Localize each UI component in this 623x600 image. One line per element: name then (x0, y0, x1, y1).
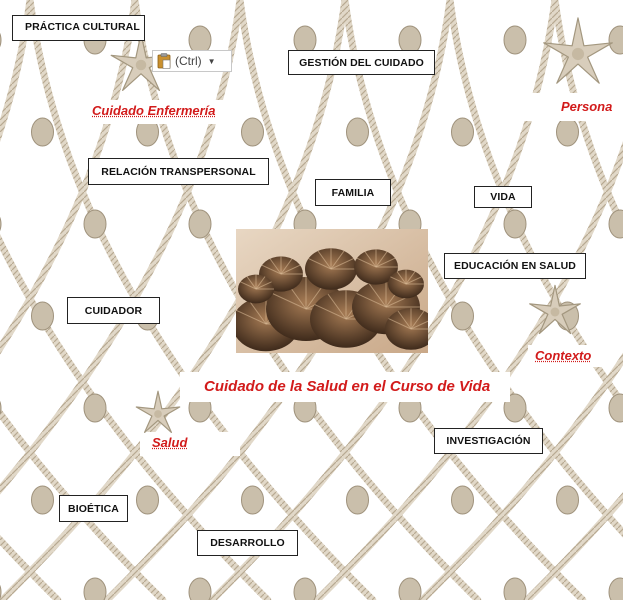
starfish-icon (512, 284, 598, 340)
contexto-label: Contexto (535, 348, 591, 363)
investigacion-label: INVESTIGACIÓN (434, 428, 543, 454)
slide-title: Cuidado de la Salud en el Curso de Vida (204, 378, 490, 395)
cuidador-label: CUIDADOR (67, 297, 160, 324)
coral-photo (236, 229, 428, 353)
vida-label: VIDA (474, 186, 532, 208)
educacion-en-salud-label: EDUCACIÓN EN SALUD (444, 253, 586, 279)
paste-options-button[interactable]: (Ctrl) ▼ (152, 50, 232, 72)
practica-cultural-label: PRÁCTICA CULTURAL (12, 15, 145, 41)
bioetica-label: BIOÉTICA (59, 495, 128, 522)
paste-options-label: (Ctrl) (175, 54, 202, 68)
starfish-icon (540, 16, 616, 92)
persona-label: Persona (561, 99, 612, 114)
salud-label: Salud (152, 435, 187, 450)
starfish-icon (110, 390, 206, 438)
cuidado-enfermeria-label: Cuidado Enfermería (92, 103, 216, 118)
gestion-del-cuidado-label: GESTIÓN DEL CUIDADO (288, 50, 435, 75)
chevron-down-icon: ▼ (208, 57, 216, 66)
clipboard-icon (157, 53, 171, 69)
relacion-transpersonal-label: RELACIÓN TRANSPERSONAL (88, 158, 269, 185)
desarrollo-label: DESARROLLO (197, 530, 298, 556)
familia-label: FAMILIA (315, 179, 391, 206)
